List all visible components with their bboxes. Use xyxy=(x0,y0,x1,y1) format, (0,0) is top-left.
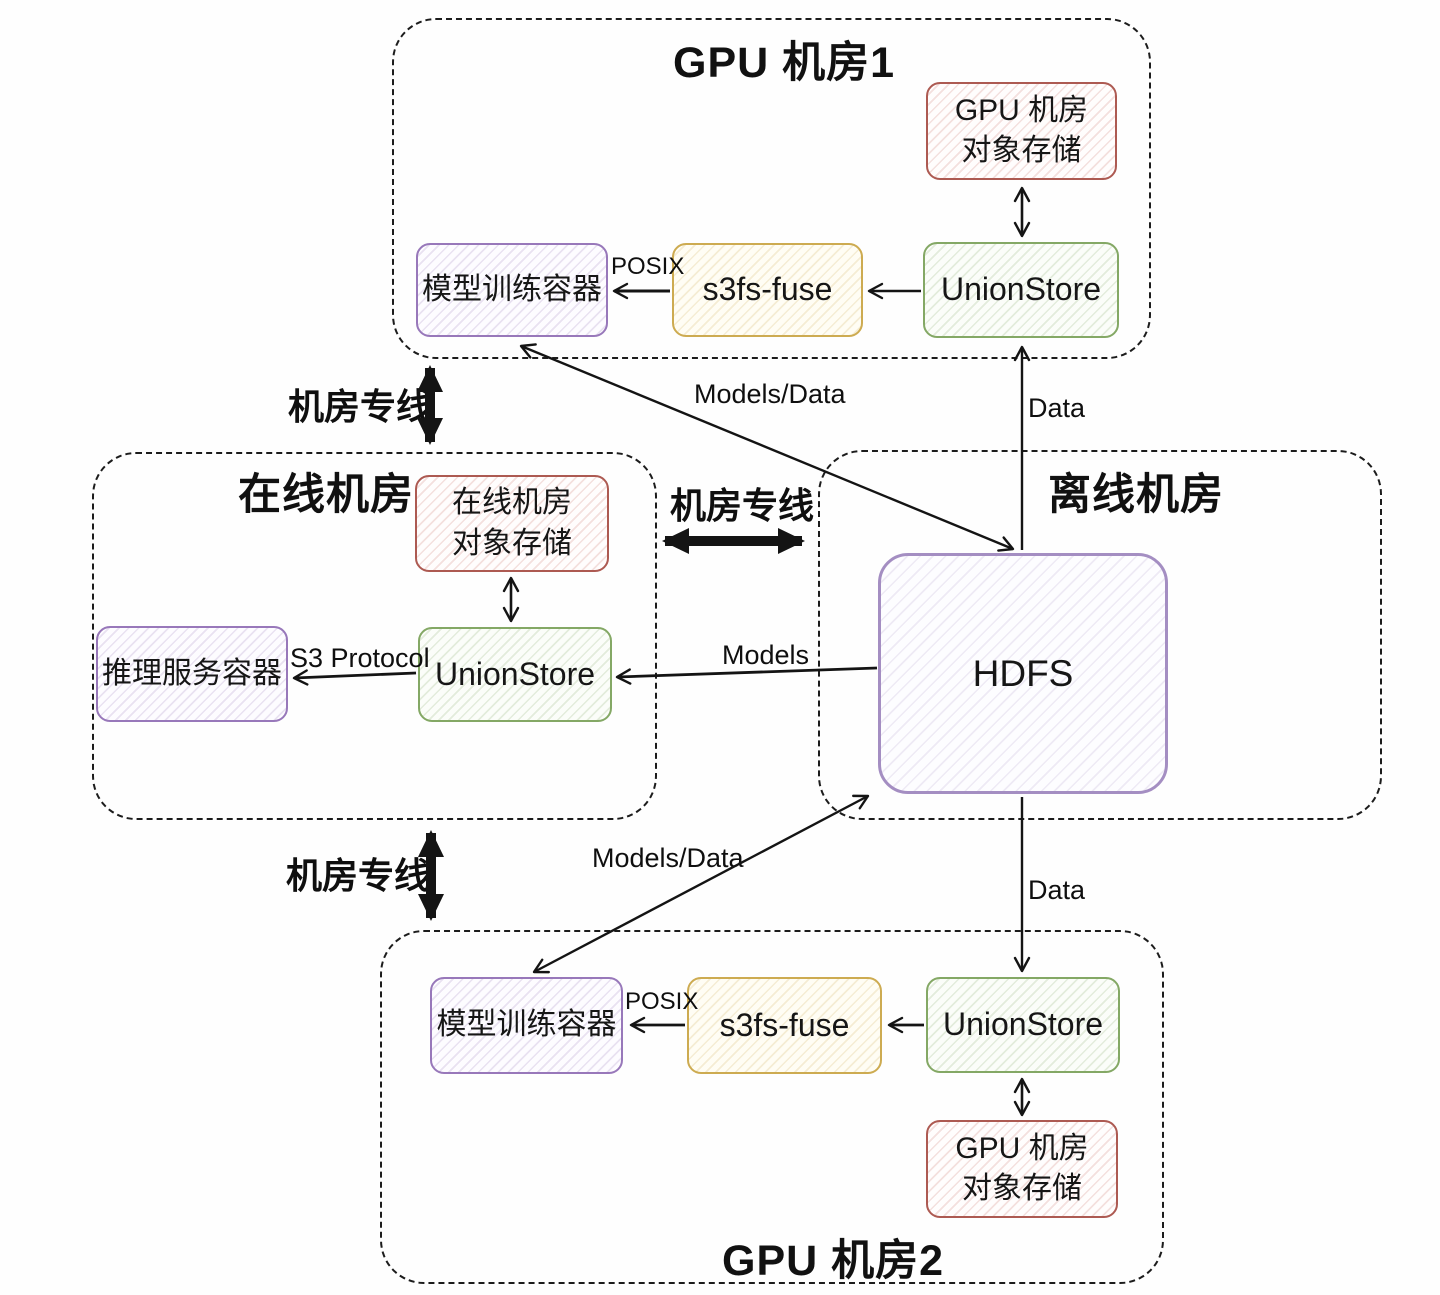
node-gpu2-object-storage: GPU 机房 对象存储 xyxy=(926,1120,1118,1218)
edge-label-data-gpu2: Data xyxy=(1028,875,1086,905)
edge-label-models: Models xyxy=(722,640,810,670)
zone-online-room xyxy=(92,452,657,820)
edge-label-models-data-gpu2: Models/Data xyxy=(592,843,744,873)
node-label: 模型训练容器 xyxy=(422,272,602,306)
edge-label-leased-line-bottom: 机房专线 xyxy=(286,855,431,896)
node-label: 对象存储 xyxy=(961,134,1082,167)
edge-label-s3-protocol: S3 Protocol xyxy=(290,643,430,673)
node-hdfs: HDFS xyxy=(878,553,1168,794)
node-online-object-storage: 在线机房 对象存储 xyxy=(415,475,609,572)
node-label: GPU 机房 xyxy=(955,1131,1089,1165)
node-online-unionstore: UnionStore xyxy=(418,627,612,722)
node-gpu1-unionstore: UnionStore xyxy=(923,242,1119,338)
node-label: 模型训练容器 xyxy=(436,1008,617,1042)
node-label: 对象存储 xyxy=(452,526,572,560)
node-label: HDFS xyxy=(972,652,1074,694)
node-label: 在线机房 xyxy=(452,486,572,519)
zone-offline-room xyxy=(818,450,1382,820)
node-label: s3fs-fuse xyxy=(719,1006,850,1043)
node-gpu1-s3fs-fuse: s3fs-fuse xyxy=(672,243,863,337)
zone-title-online-room: 在线机房 xyxy=(238,471,414,519)
node-label: UnionStore xyxy=(942,1006,1104,1043)
node-label: UnionStore xyxy=(940,271,1102,308)
node-inference-container: 推理服务容器 xyxy=(96,626,288,722)
node-label: 对象存储 xyxy=(962,1172,1082,1205)
edge-label-data-gpu1: Data xyxy=(1028,393,1086,423)
zone-title-gpu-room-2: GPU 机房2 xyxy=(722,1237,945,1285)
node-gpu1-object-storage: GPU 机房 对象存储 xyxy=(926,82,1117,180)
node-gpu2-s3fs-fuse: s3fs-fuse xyxy=(687,977,882,1074)
zone-title-offline-room: 离线机房 xyxy=(1048,471,1224,519)
node-gpu2-unionstore: UnionStore xyxy=(926,977,1120,1073)
edge-label-models-data-gpu1: Models/Data xyxy=(694,379,846,409)
node-label: UnionStore xyxy=(434,655,596,692)
node-gpu1-train-container: 模型训练容器 xyxy=(416,243,608,337)
node-gpu2-train-container: 模型训练容器 xyxy=(430,977,623,1074)
node-label: GPU 机房 xyxy=(954,93,1089,127)
edge-label-posix-gpu1: POSIX xyxy=(611,253,685,280)
node-label: 推理服务容器 xyxy=(102,656,282,690)
edge-label-leased-line-middle: 机房专线 xyxy=(670,485,815,526)
edge-label-posix-gpu2: POSIX xyxy=(625,988,699,1015)
edge-label-leased-line-top: 机房专线 xyxy=(288,386,433,427)
node-label: s3fs-fuse xyxy=(702,271,833,308)
zone-title-gpu-room-1: GPU 机房1 xyxy=(673,39,896,87)
